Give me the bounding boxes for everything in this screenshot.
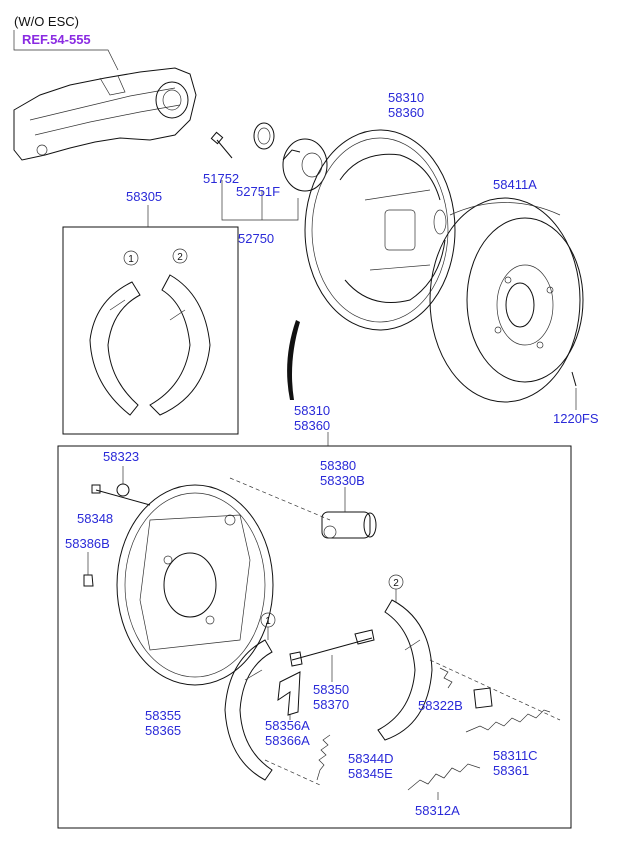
backing-plate-illustration [116,484,274,686]
label-58323[interactable]: 58323 [103,449,139,464]
spring-58312a [407,763,481,791]
reference-link[interactable]: REF.54-555 [22,32,91,47]
callout-1b: 1 [265,616,271,627]
label-1220fs[interactable]: 1220FS [553,411,599,426]
cylinder-dash [229,477,331,521]
label-52751f[interactable]: 52751F [236,184,280,199]
label-58310-top[interactable]: 58310 [388,90,424,105]
label-58322b[interactable]: 58322B [418,698,463,713]
lower-shoe-1-illustration [224,639,273,781]
spring-58322b-coil [439,667,453,689]
brake-drum-illustration [429,197,584,403]
label-58348[interactable]: 58348 [77,511,113,526]
wheel-cylinder-illustration [321,511,377,539]
label-58380[interactable]: 58380 [320,458,356,473]
rear-subframe-illustration [13,67,197,161]
brake-assembly-illustration [304,129,456,331]
label-58360-mid[interactable]: 58360 [294,418,330,433]
label-58386b[interactable]: 58386B [65,536,110,551]
callout-circle-1a [123,250,139,266]
label-58310-mid[interactable]: 58310 [294,403,330,418]
spring-58311c [465,709,551,733]
label-58305[interactable]: 58305 [126,189,162,204]
label-58350[interactable]: 58350 [313,682,349,697]
label-58365[interactable]: 58365 [145,723,181,738]
label-58411a[interactable]: 58411A [493,177,537,192]
callout-circle-2a [172,248,188,264]
label-58312a[interactable]: 58312A [415,803,460,818]
label-58370[interactable]: 58370 [313,697,349,712]
plug-illustration [83,574,94,587]
ball-cap-illustration [116,483,130,497]
condition-note: (W/O ESC) [14,14,79,29]
lever-illustration [277,671,301,716]
retainer-58322b [473,687,493,709]
callout-2b: 2 [393,578,399,589]
ref-leader-line [13,30,119,71]
wheel-hub-assembly [210,122,328,192]
assembly-arrow [287,320,300,400]
callout-2a: 2 [177,252,183,263]
label-58311c[interactable]: 58311C [493,748,538,763]
brake-shoe-1-illustration [89,281,141,416]
bleeder-bolt-illustration [91,484,151,506]
callout-1a: 1 [128,254,134,265]
label-58345e[interactable]: 58345E [348,766,393,781]
exploded-view-box [57,445,572,829]
label-58330b[interactable]: 58330B [320,473,365,488]
spring-dash-b [429,659,561,721]
label-58366a[interactable]: 58366A [265,733,310,748]
hub-bracket-line [221,180,299,221]
label-52750[interactable]: 52750 [238,231,274,246]
label-51752[interactable]: 51752 [203,171,239,186]
adjuster-illustration [289,629,375,667]
shoe-kit-box [62,226,239,435]
brake-shoe-2-illustration [149,274,211,416]
label-58356a[interactable]: 58356A [265,718,310,733]
label-58361[interactable]: 58361 [493,763,529,778]
label-58344d[interactable]: 58344D [348,751,394,766]
label-58360-top[interactable]: 58360 [388,105,424,120]
lower-shoe-2-illustration [377,599,433,741]
spring-58344d [316,734,331,781]
spring-dash-a [264,759,321,786]
label-58355[interactable]: 58355 [145,708,181,723]
